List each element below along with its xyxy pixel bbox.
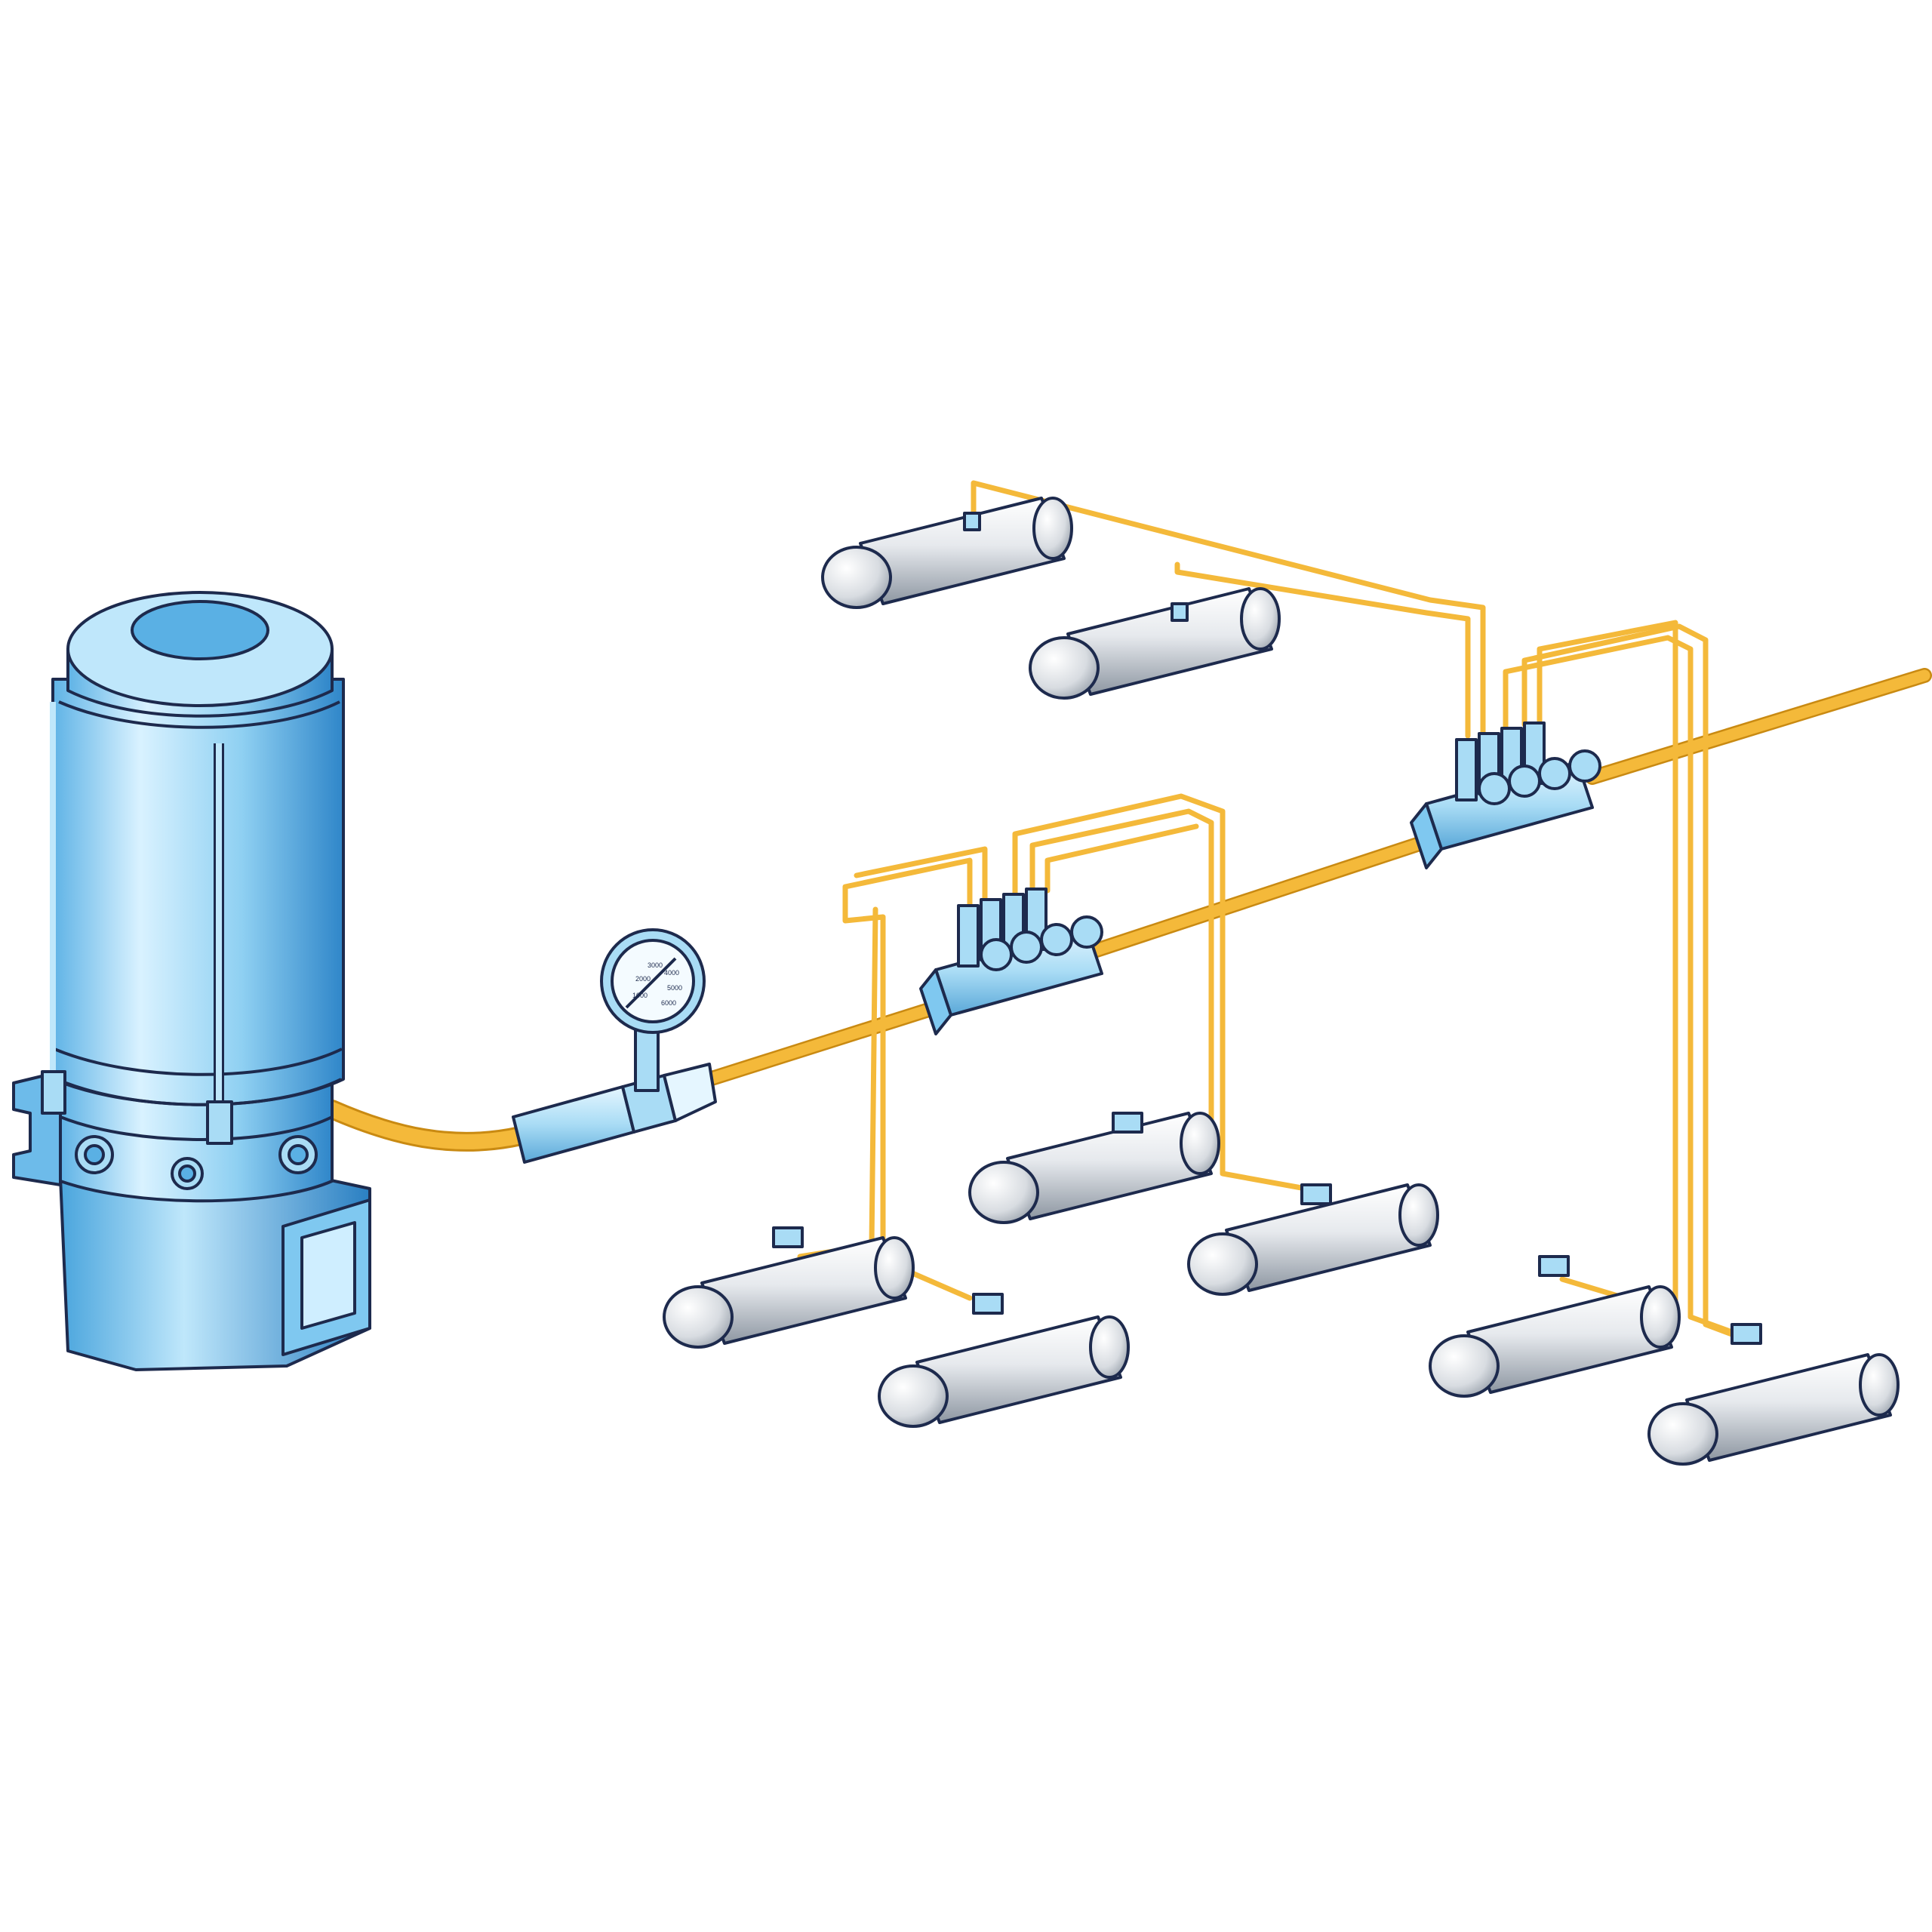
bearing-2 (1029, 587, 1281, 700)
bearing-1 (821, 497, 1073, 609)
line-filter (512, 1063, 717, 1164)
secondary-lines (797, 480, 1739, 1339)
gauge-label-2000: 2000 (635, 975, 651, 983)
gauge-scale: 1000 2000 3000 4000 5000 6000 (632, 961, 682, 1007)
gauge-label-5000: 5000 (667, 984, 682, 992)
bearing-6 (878, 1293, 1130, 1428)
bearing-7 (1429, 1255, 1681, 1398)
bearing-5 (663, 1226, 915, 1349)
pump-port-left (75, 1135, 114, 1174)
bearing-3 (968, 1112, 1220, 1224)
pump-port-center (171, 1157, 204, 1190)
pump-port-right (278, 1135, 318, 1174)
junction-box (281, 1198, 371, 1356)
lubricant-lines (322, 480, 1932, 1339)
lubrication-pump (12, 591, 371, 1371)
pressure-gauge: 1000 2000 3000 4000 5000 6000 (600, 928, 706, 1092)
bearing-4 (1187, 1183, 1439, 1296)
gauge-label-3000: 3000 (648, 961, 663, 969)
distributor-1 (919, 888, 1103, 1035)
main-supply-line (322, 668, 1932, 1152)
lubrication-points (663, 497, 1900, 1466)
gauge-label-6000: 6000 (661, 999, 676, 1007)
gauge-label-4000: 4000 (664, 969, 679, 977)
bearing-8 (1647, 1323, 1900, 1466)
distributor-2 (1410, 721, 1601, 869)
gauge-label-1000: 1000 (632, 992, 648, 999)
